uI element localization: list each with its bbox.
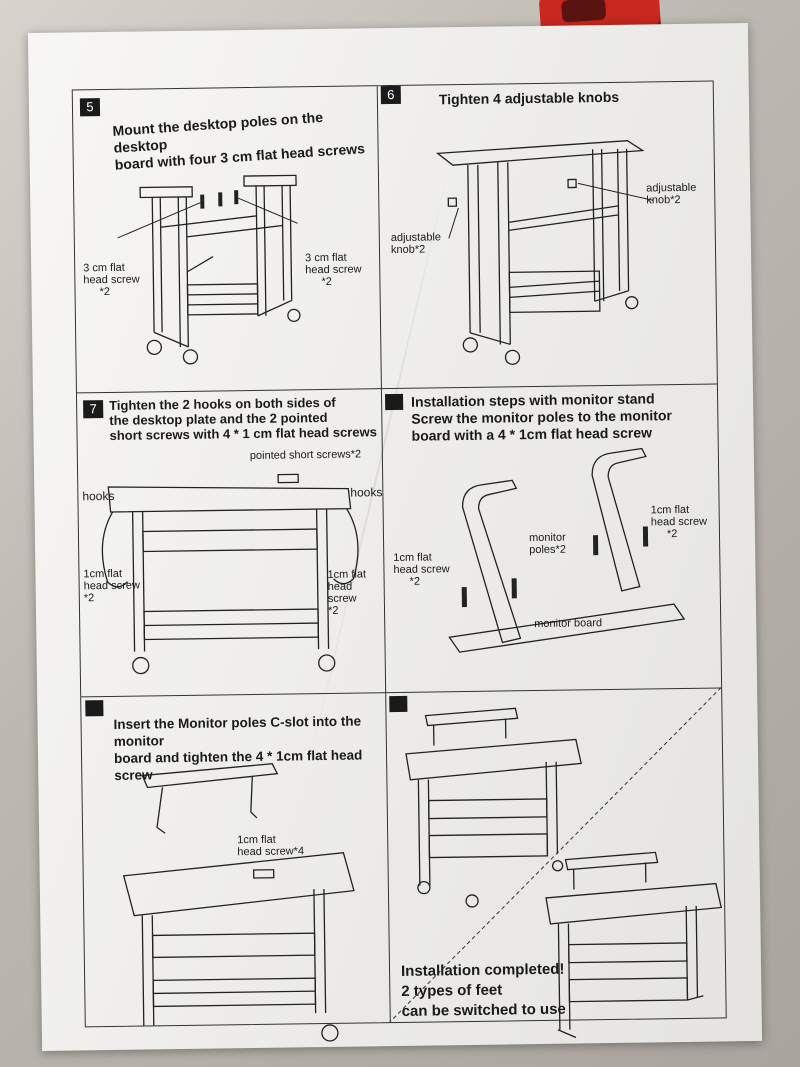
monitor-stand-icon <box>442 464 685 657</box>
label-line: 1cm flat <box>327 568 367 581</box>
screw-label: 3 cm flat head screw *2 <box>305 251 362 288</box>
label-line: head screw <box>83 273 140 287</box>
step-number: 6 <box>380 85 401 105</box>
step-title: Installation steps with monitor stand Sc… <box>411 390 672 445</box>
desk-frame-drawing <box>427 130 670 353</box>
screw-label: 1cm flat head screw*4 <box>237 833 305 859</box>
step-number: 5 <box>79 98 101 117</box>
label-line: poles*2 <box>529 543 566 557</box>
knob-label: adjustable knob*2 <box>391 231 441 256</box>
screw-label: 1cm flat head screw *2 <box>327 568 384 617</box>
label-line: knob*2 <box>390 243 426 257</box>
label-line: *2 <box>99 285 111 299</box>
completion-text: Installation completed! 2 types of feet … <box>401 960 566 1022</box>
step-title: Mount the desktop poles on the desktop b… <box>112 105 379 173</box>
screw-label: pointed short screws*2 <box>249 448 362 463</box>
step-title-line: board with a 4 * 1cm flat head screw <box>411 424 653 444</box>
completed-panel: Installation completed! 2 types of feet … <box>385 687 726 1022</box>
desk-drawing <box>405 703 588 905</box>
label-line: 1cm flat <box>650 503 690 517</box>
step-title: Tighten 4 adjustable knobs <box>439 89 619 109</box>
diagonal-divider <box>385 687 726 1022</box>
step-title-line: Insert the Monitor poles C-slot into the… <box>113 713 362 749</box>
monitor-stand-panel: Installation steps with monitor stand Sc… <box>381 383 721 692</box>
label-line: adjustable <box>646 181 697 195</box>
desk-drawing <box>98 468 371 682</box>
step-marker <box>85 700 104 717</box>
label-line: head screw <box>83 579 141 593</box>
label-line: *2 <box>409 575 421 588</box>
step-marker <box>385 393 404 411</box>
step-title: Tighten the 2 hooks on both sides of the… <box>109 394 377 443</box>
instruction-sheet: 5 Mount the desktop poles on the desktop… <box>27 23 763 1051</box>
step-title-line: Tighten 4 adjustable knobs <box>438 88 620 108</box>
step-5-panel: 5 Mount the desktop poles on the desktop… <box>73 86 381 392</box>
label-line: head screw <box>305 263 362 277</box>
poles-label: monitor poles*2 <box>529 532 566 557</box>
desk-drawing <box>102 762 376 1026</box>
label-line: 1cm flat <box>393 551 432 565</box>
step-title-line: 2 types of feet <box>401 981 503 1000</box>
step-title-line: can be switched to use <box>401 1000 566 1020</box>
screw-label: 3 cm flat head screw *2 <box>83 262 140 299</box>
screw-label: 1cm flat head screw *2 <box>393 551 450 588</box>
label-line: 3 cm flat <box>83 261 125 275</box>
label-line: *2 <box>666 528 678 541</box>
label-line: adjustable <box>390 231 442 245</box>
step-title-line: short screws with 4 * 1 cm flat head scr… <box>109 424 377 443</box>
label-line: knob*2 <box>646 193 681 207</box>
label-line: head screw <box>650 515 708 529</box>
label-line: 3 cm flat <box>305 251 347 265</box>
step-6-panel: 6 Tighten 4 adjustable knobs <box>377 82 717 389</box>
step-7-panel: 7 Tighten the 2 hooks on both sides of t… <box>77 388 385 696</box>
screw-label: 1cm flat head screw *2 <box>83 568 140 605</box>
insert-poles-panel: Insert the Monitor poles C-slot into the… <box>81 692 390 1026</box>
knob-label: adjustable knob*2 <box>646 182 696 207</box>
label-line: *2 <box>83 592 95 605</box>
label-line: head screw*4 <box>237 845 305 859</box>
steps-grid: 5 Mount the desktop poles on the desktop… <box>71 80 727 1028</box>
label-line: head screw <box>393 563 450 577</box>
desk-drawing <box>545 847 728 1049</box>
screw-label: 1cm flat head screw *2 <box>651 504 708 541</box>
label-line: *2 <box>321 275 332 289</box>
label-line: 1cm flat <box>83 567 123 581</box>
step-number: 7 <box>83 400 104 419</box>
label-line: monitor <box>528 531 566 545</box>
board-label: monitor board <box>534 617 603 631</box>
label-line: *2 <box>327 604 339 617</box>
label-line: 1cm flat <box>237 833 276 847</box>
desk-frame-drawing <box>122 165 355 373</box>
step-title-line: Installation completed! <box>400 960 565 980</box>
label-line: head screw <box>327 580 357 605</box>
